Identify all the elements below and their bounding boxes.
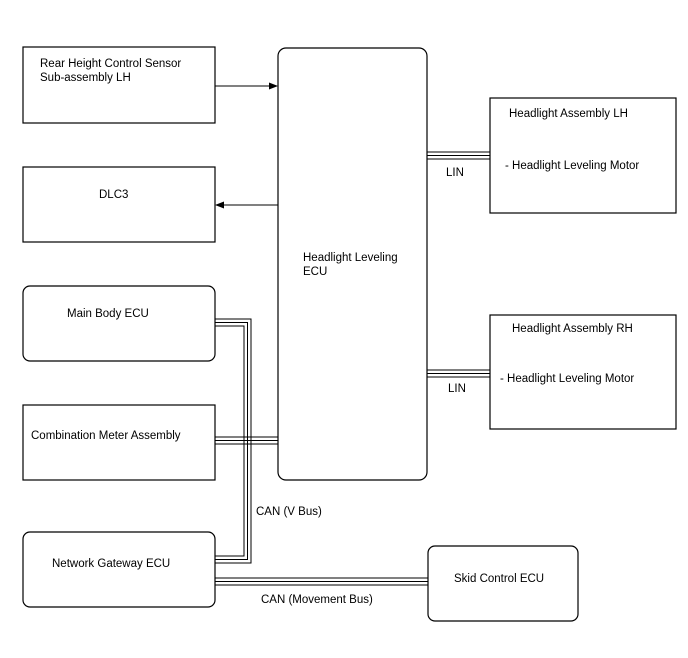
network-gateway-label: Network Gateway ECU bbox=[52, 558, 170, 570]
headlight-rh-item: - Headlight Leveling Motor bbox=[500, 373, 634, 385]
can-v-bus-label: CAN (V Bus) bbox=[256, 506, 322, 518]
dlc3-label: DLC3 bbox=[99, 189, 128, 201]
headlight-ecu-label-line1: Headlight Leveling bbox=[303, 252, 398, 264]
main-body-ecu-box: Main Body ECU bbox=[22, 285, 216, 362]
network-gateway-ecu-box: Network Gateway ECU bbox=[22, 531, 216, 608]
main-body-ecu-label: Main Body ECU bbox=[67, 308, 149, 320]
headlight-ecu-label-line2: ECU bbox=[303, 266, 327, 278]
lin-bus-lh bbox=[427, 151, 490, 160]
combination-meter-label: Combination Meter Assembly bbox=[31, 430, 181, 442]
can-movement-bus-label: CAN (Movement Bus) bbox=[261, 594, 373, 606]
lin-label-rh: LIN bbox=[448, 383, 466, 395]
rear-sensor-label-line2: Sub-assembly LH bbox=[40, 72, 131, 84]
lin-bus-rh bbox=[427, 369, 490, 378]
skid-control-ecu-box: Skid Control ECU bbox=[427, 545, 579, 622]
rear-height-control-sensor-box: Rear Height Control Sensor Sub-assembly … bbox=[22, 46, 216, 124]
dlc3-box: DLC3 bbox=[22, 166, 216, 243]
headlight-lh-item: - Headlight Leveling Motor bbox=[505, 160, 639, 172]
can-movement-bus bbox=[215, 577, 428, 586]
skid-control-label: Skid Control ECU bbox=[454, 573, 544, 585]
headlight-assembly-lh-box: Headlight Assembly LH - Headlight Leveli… bbox=[489, 97, 677, 214]
headlight-lh-title: Headlight Assembly LH bbox=[509, 108, 628, 120]
headlight-leveling-ecu-box: Headlight Leveling ECU bbox=[277, 47, 428, 481]
combination-meter-box: Combination Meter Assembly bbox=[22, 404, 216, 481]
can-v-bus bbox=[215, 318, 278, 564]
lin-label-lh: LIN bbox=[446, 167, 464, 179]
headlight-rh-title: Headlight Assembly RH bbox=[512, 323, 633, 335]
headlight-assembly-rh-box: Headlight Assembly RH - Headlight Leveli… bbox=[489, 314, 677, 430]
rear-sensor-label-line1: Rear Height Control Sensor bbox=[40, 58, 181, 70]
